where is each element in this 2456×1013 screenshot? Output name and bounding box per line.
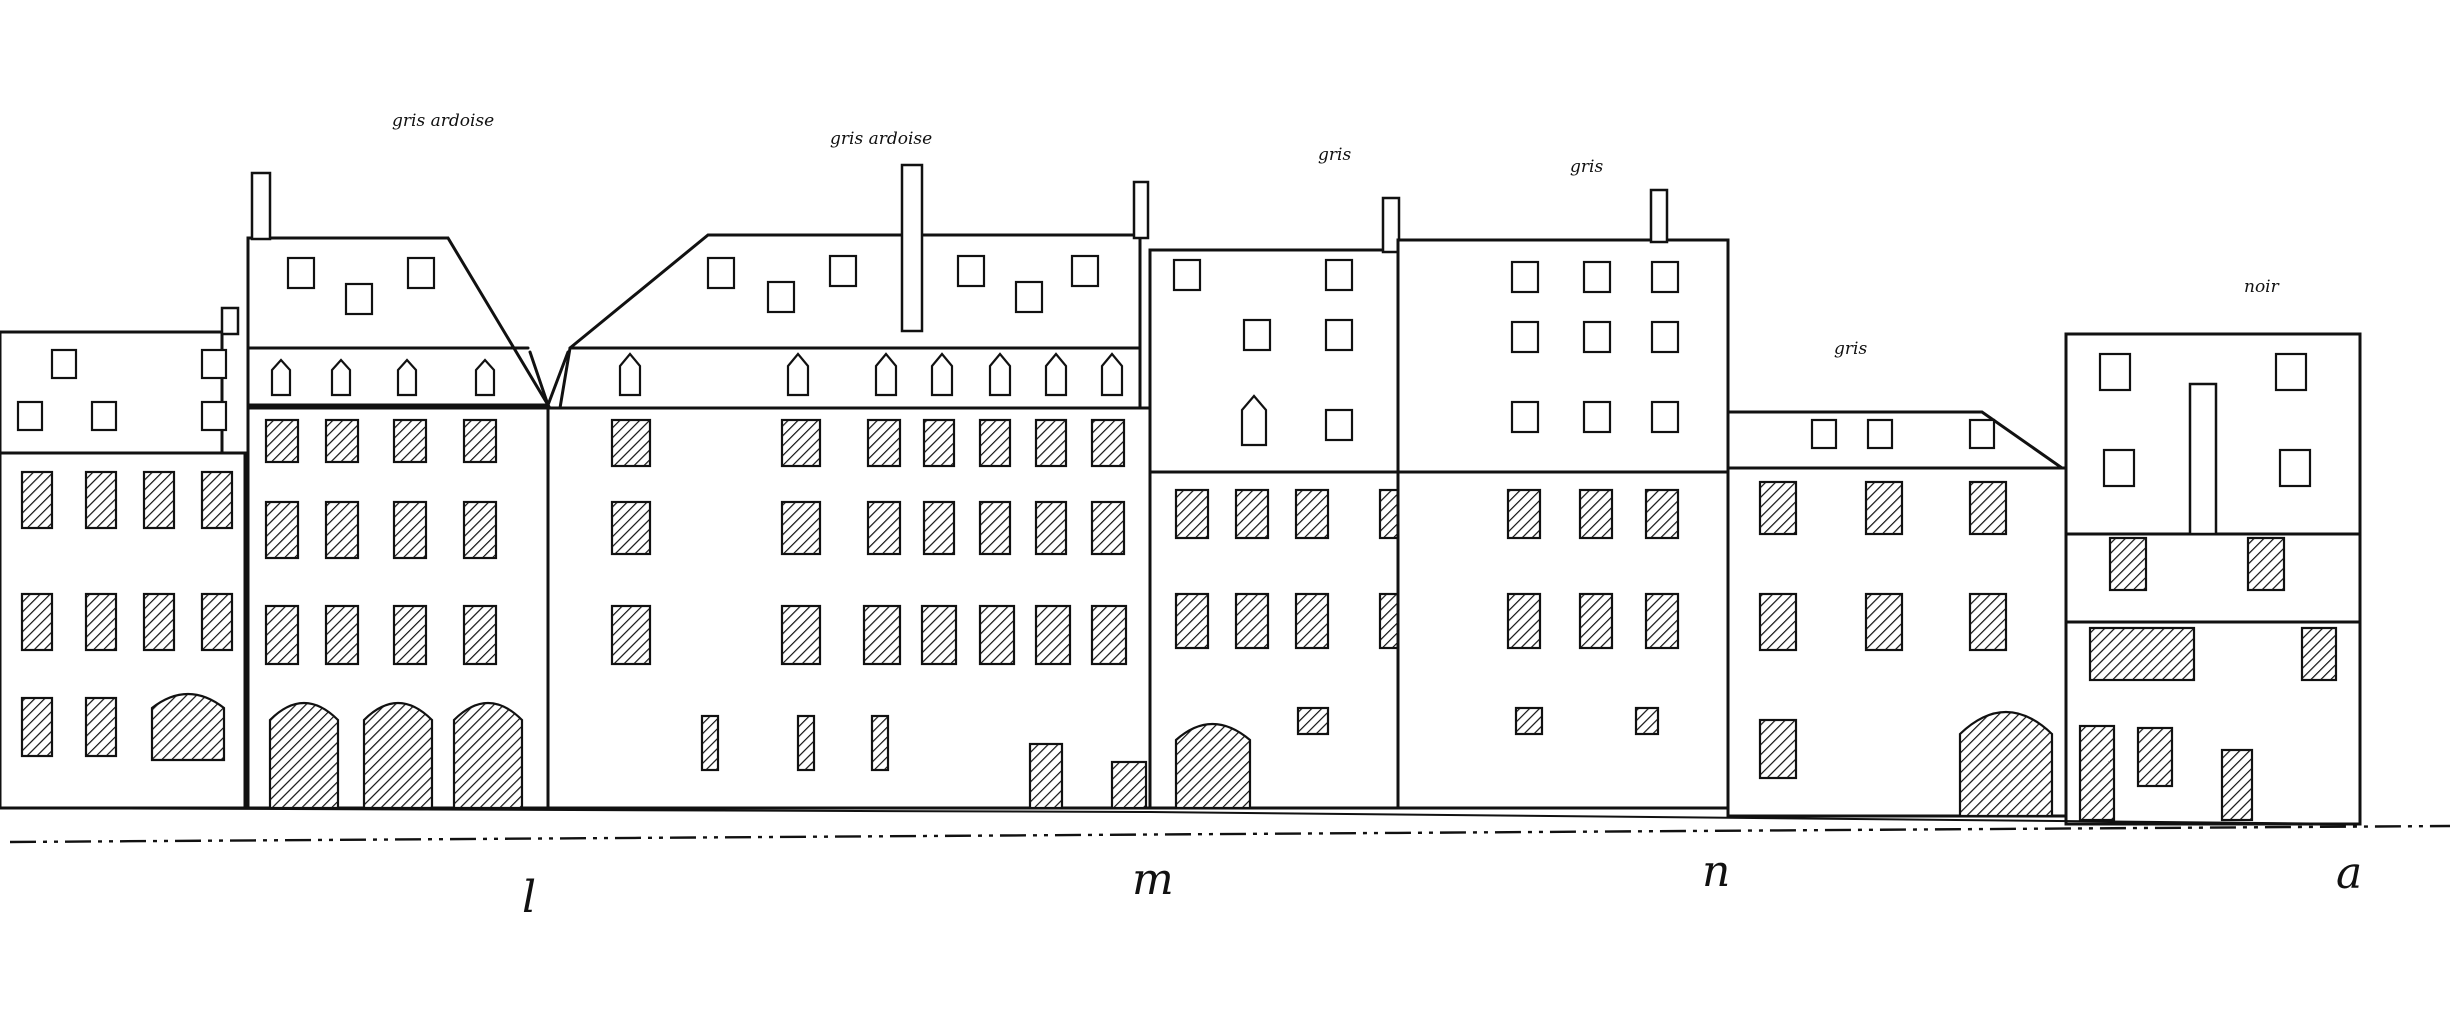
section-label-n: n — [1702, 846, 1730, 897]
building-5 — [1396, 188, 1730, 810]
building-5-dormers — [1510, 260, 1680, 434]
building-2 — [246, 171, 551, 810]
building-1-roof — [0, 330, 224, 455]
building-1 — [0, 306, 250, 810]
annotation-gable-5: gris — [1834, 339, 1867, 359]
building-5-chimney — [1649, 188, 1669, 244]
building-3-chimney-right — [1132, 180, 1150, 240]
building-3-windows — [610, 418, 1148, 810]
annotation-gable-3: gris — [1318, 145, 1351, 165]
building-4-dormers — [1172, 258, 1354, 447]
building-7 — [2064, 332, 2362, 826]
building-3-chimney-center — [900, 163, 924, 333]
building-1-windows — [20, 470, 234, 762]
annotation-gable-1: gris ardoise — [392, 111, 494, 131]
building-4 — [1148, 196, 1436, 810]
building-6-windows — [1758, 480, 2054, 818]
building-6-roof — [1726, 410, 2067, 470]
annotation-gable-6: noir — [2244, 277, 2280, 297]
section-label-a: a — [2336, 848, 2362, 899]
building-2-chimney — [250, 171, 272, 241]
annotation-gable-2: gris ardoise — [830, 129, 932, 149]
ground-line — [9, 824, 2451, 844]
building-1-dormers — [16, 348, 228, 432]
building-7-windows — [2078, 536, 2338, 822]
building-7-chimney — [2188, 382, 2218, 536]
section-label-l: l — [522, 872, 536, 923]
building-4-windows — [1174, 488, 1436, 810]
building-1-chimney — [220, 306, 240, 336]
building-2-dormers — [270, 256, 496, 397]
building-6-dormers — [1810, 418, 1996, 450]
section-label-m: m — [1132, 854, 1174, 905]
building-2-windows — [264, 418, 524, 810]
building-3-dormers — [618, 254, 1124, 397]
building-5-windows — [1506, 488, 1680, 736]
building-3 — [528, 163, 1152, 810]
annotation-gable-4: gris — [1570, 157, 1603, 177]
building-7-dormers — [2098, 352, 2312, 488]
building-4-chimney — [1381, 196, 1401, 254]
building-6 — [1726, 410, 2068, 818]
